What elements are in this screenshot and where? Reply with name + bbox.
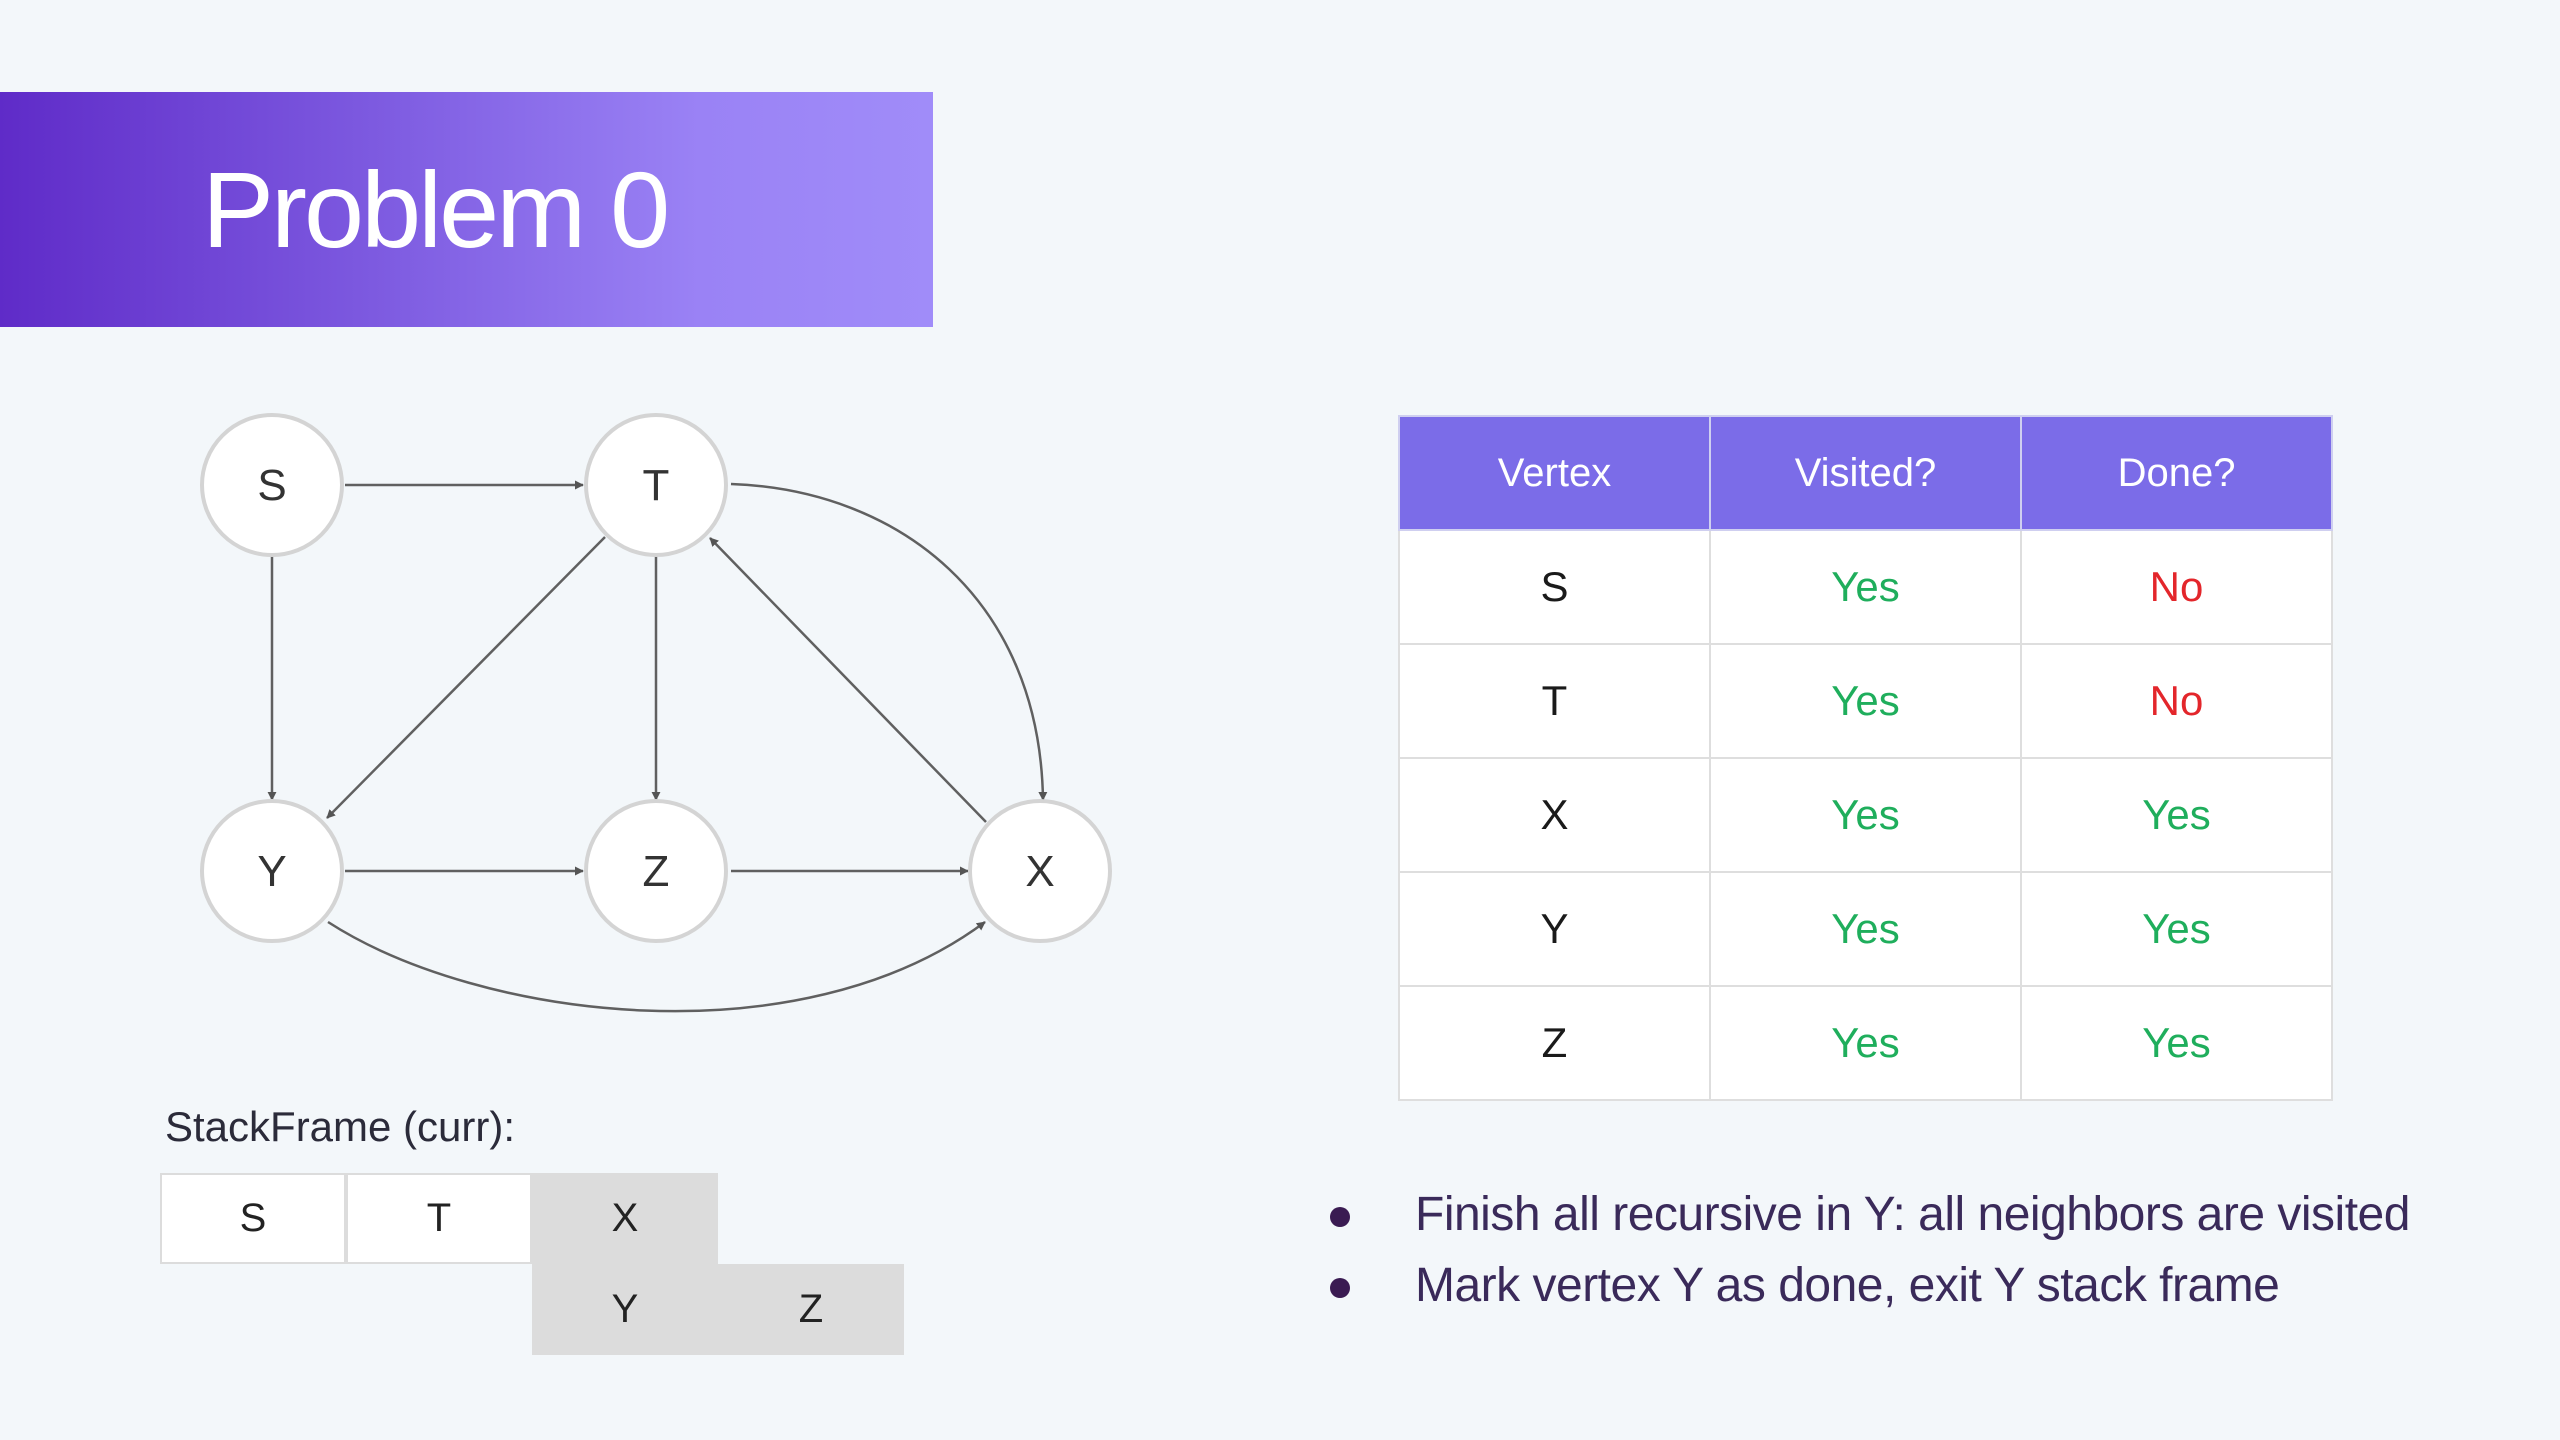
stack-cell: X [532,1173,718,1264]
cell-vertex: S [1398,529,1711,645]
node-z-label: Z [643,847,670,896]
table-row: Z Yes Yes [1398,985,2333,1101]
edge-x-t [709,537,987,823]
cell-visited: Yes [1709,871,2022,987]
header-done: Done? [2020,415,2333,531]
node-t-label: T [643,461,670,510]
table-row: T Yes No [1398,643,2333,759]
slide-title: Problem 0 [202,149,670,270]
table-header-row: Vertex Visited? Done? [1398,415,2333,531]
cell-done: No [2020,529,2333,645]
node-x: X [968,799,1112,943]
table-row: X Yes Yes [1398,757,2333,873]
cell-vertex: X [1398,757,1711,873]
cell-done: No [2020,643,2333,759]
node-x-label: X [1025,847,1054,896]
directed-graph: S T Y Z X [200,413,1112,1013]
cell-visited: Yes [1709,529,2022,645]
cell-visited: Yes [1709,643,2022,759]
stack-frame-label: StackFrame (curr): [165,1103,516,1150]
cell-done: Yes [2020,871,2333,987]
cell-vertex: Y [1398,871,1711,987]
bullet-item: Finish all recursive in Y: all neighbors… [1320,1180,2410,1251]
edge-t-y [326,536,606,819]
vertex-status-table: Vertex Visited? Done? S Yes No T Yes No … [1398,415,2333,1101]
cell-vertex: T [1398,643,1711,759]
cell-vertex: Z [1398,985,1711,1101]
node-t: T [584,413,728,557]
bullet-dot-icon [1330,1278,1350,1298]
node-z: Z [584,799,728,943]
node-s-label: S [257,461,286,510]
cell-done: Yes [2020,757,2333,873]
node-y-label: Y [257,847,286,896]
stack-cell: T [346,1173,532,1264]
bullet-dot-icon [1330,1207,1350,1227]
header-vertex: Vertex [1398,415,1711,531]
bullet-list: Finish all recursive in Y: all neighbors… [1320,1180,2410,1322]
bullet-text: Finish all recursive in Y: all neighbors… [1415,1188,2410,1241]
stack-cell: Z [718,1264,904,1355]
edge-y-x [327,920,986,1013]
stack-cell: Y [532,1264,718,1355]
bullet-text: Mark vertex Y as done, exit Y stack fram… [1415,1259,2280,1312]
table-row: S Yes No [1398,529,2333,645]
table-row: Y Yes Yes [1398,871,2333,987]
cell-visited: Yes [1709,757,2022,873]
node-s: S [200,413,344,557]
edge-t-x [730,482,1048,801]
node-y: Y [200,799,344,943]
cell-visited: Yes [1709,985,2022,1101]
title-banner: Problem 0 [0,92,933,327]
stack-cell: S [160,1173,346,1264]
bullet-item: Mark vertex Y as done, exit Y stack fram… [1320,1251,2410,1322]
cell-done: Yes [2020,985,2333,1101]
header-visited: Visited? [1709,415,2022,531]
